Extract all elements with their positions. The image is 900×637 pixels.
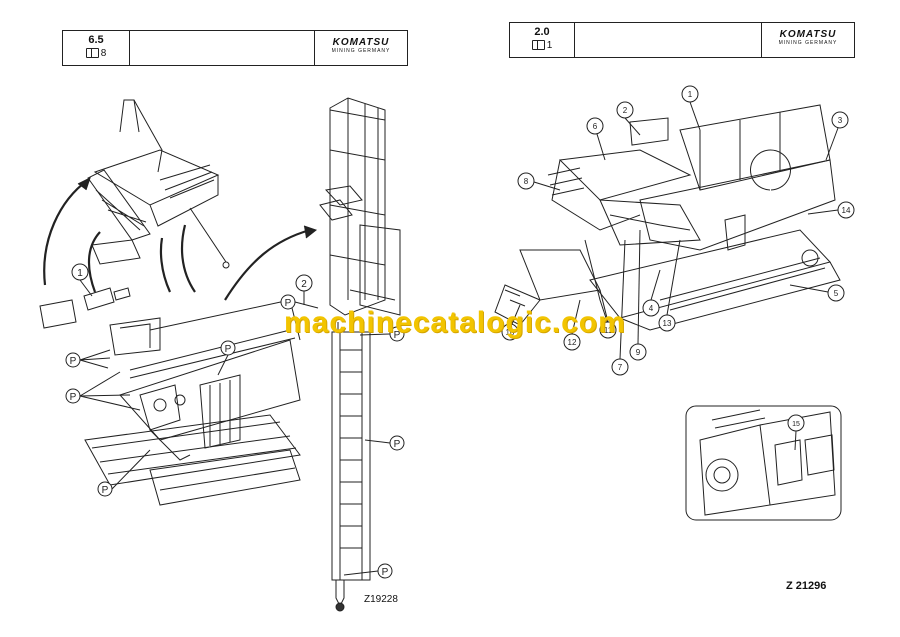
callout-label: 3 [838, 116, 843, 125]
detail-inset [685, 405, 842, 521]
left-section-cell: 6.5 8 [63, 31, 130, 65]
p-markers-left [65, 294, 405, 579]
watermark-text: machinecatalogic.com [284, 306, 626, 339]
callout-label: 10 [506, 328, 515, 337]
ladder-tower [319, 97, 401, 612]
left-header-box: 6.5 8 KOMATSU MINING GERMANY [62, 30, 408, 66]
assembly-arrows [43, 177, 318, 301]
callout-label: 2 [301, 279, 307, 290]
logo-subtitle: MINING GERMANY [778, 40, 838, 46]
p-label: P [225, 344, 232, 355]
callout-label: 1 [77, 268, 83, 279]
callout-label: 5 [834, 289, 839, 298]
left-ref-number: 8 [100, 48, 107, 59]
callout-label: 2 [623, 106, 628, 115]
callout-label: 13 [663, 319, 672, 328]
callout-label: 1 [688, 90, 693, 99]
callout-label: 4 [649, 304, 654, 313]
komatsu-logo: KOMATSU [332, 37, 390, 48]
p-label: P [102, 485, 109, 496]
left-figure-code: Z19228 [364, 594, 398, 605]
p-label: P [285, 298, 292, 309]
callout-label: 12 [568, 338, 577, 347]
callout-label: 15 [792, 421, 800, 428]
callout-label: 7 [618, 363, 623, 372]
stair-handrail-assembly [87, 99, 230, 269]
callouts-left [71, 263, 313, 305]
book-icon [85, 48, 99, 59]
logo-subtitle: MINING GERMANY [331, 48, 391, 54]
right-section-number: 2.0 [534, 26, 550, 38]
book-icon [531, 40, 545, 51]
right-ref-number: 1 [546, 40, 553, 51]
callout-label: 6 [593, 122, 598, 131]
p-label: P [70, 356, 77, 367]
p-label: P [394, 439, 401, 450]
right-section-cell: 2.0 1 [510, 23, 575, 57]
callout-label: 8 [524, 177, 529, 186]
callout-label: 9 [636, 348, 641, 357]
right-figure-code: Z 21296 [786, 580, 827, 592]
excavator-overview-left [84, 299, 301, 506]
callout-label: 14 [842, 206, 851, 215]
bolt-and-pad [39, 287, 131, 329]
komatsu-logo: KOMATSU [779, 29, 837, 40]
p-label: P [382, 567, 389, 578]
p-label: P [70, 392, 77, 403]
left-logo-cell: KOMATSU MINING GERMANY [314, 31, 407, 65]
callout-label: 11 [604, 326, 613, 335]
callouts-right [501, 85, 855, 376]
right-logo-cell: KOMATSU MINING GERMANY [761, 23, 854, 57]
p-marker-labels: P P P P P P P P [70, 298, 401, 578]
left-section-number: 6.5 [88, 34, 104, 46]
excavator-overview-right [494, 104, 841, 331]
right-header-box: 2.0 1 KOMATSU MINING GERMANY [509, 22, 855, 58]
p-label: P [394, 330, 401, 341]
